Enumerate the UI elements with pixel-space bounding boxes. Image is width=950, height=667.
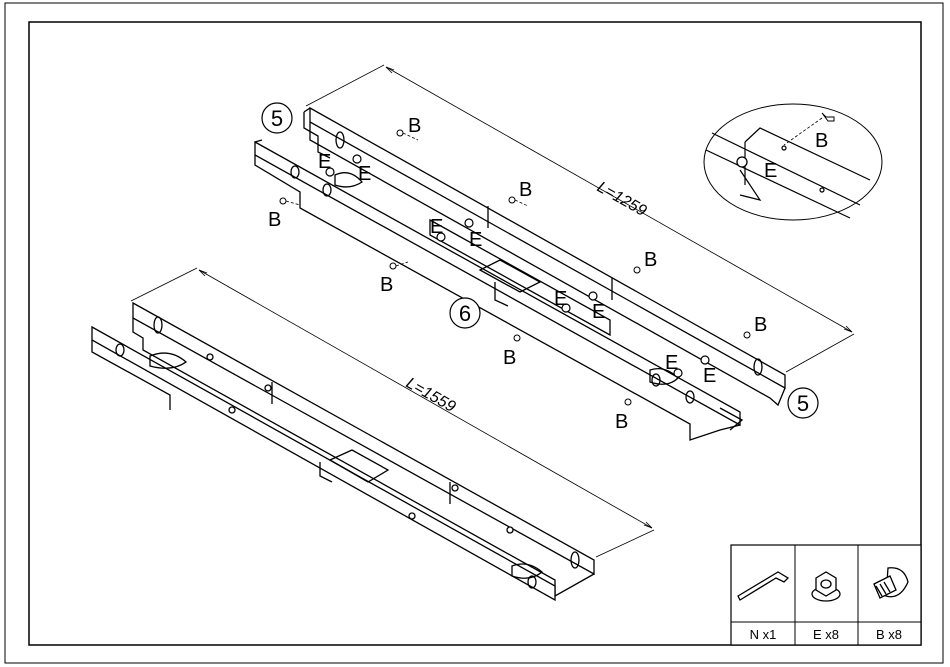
bolt-icon (625, 399, 631, 405)
nut-label: E (592, 301, 605, 323)
callout-part-5-bottom: 5 (788, 388, 818, 418)
lower-length-label: L=1559 (403, 375, 458, 416)
bolt-label: B (408, 115, 421, 137)
bolt-icon (280, 198, 286, 204)
upper-length-label: L=1259 (594, 179, 649, 220)
lower-back-rail (133, 303, 594, 574)
legend-label-hex-key: N x1 (750, 627, 777, 642)
nut-label: E (430, 216, 443, 238)
detail-view: B E (704, 104, 882, 220)
lower-rail-assembly (92, 303, 594, 600)
bolt-label: B (268, 209, 281, 231)
bolt-icon (514, 335, 520, 341)
nut-label: E (469, 229, 482, 251)
nut-icon (589, 292, 597, 300)
callout-part-5-top: 5 (262, 103, 292, 133)
svg-text:5: 5 (797, 391, 809, 416)
legend-label-bolt: B x8 (876, 627, 902, 642)
bolt-icon (397, 130, 403, 136)
detail-nut-label: E (764, 160, 777, 182)
bolt-label: B (519, 179, 532, 201)
bolt-label: B (380, 274, 393, 296)
nut-icon (465, 219, 473, 227)
bolt-icon (390, 263, 396, 269)
nut-icon (737, 157, 747, 167)
svg-text:5: 5 (271, 106, 283, 131)
nut-label: E (703, 365, 716, 387)
nut-icon (353, 155, 361, 163)
nut-icon (701, 356, 709, 364)
bolt-label: B (503, 347, 516, 369)
nut-label: E (358, 163, 371, 185)
svg-text:6: 6 (459, 301, 471, 326)
bolt-icon (509, 197, 515, 203)
bolt-icon (634, 267, 640, 273)
bolt-label: B (615, 411, 628, 433)
nut-label: E (665, 352, 678, 374)
detail-bolt-label: B (815, 130, 828, 152)
bolt-label: B (644, 249, 657, 271)
bolt-label: B (754, 314, 767, 336)
parts-legend: N x1 E x8 B x8 (731, 545, 921, 645)
nut-label: E (318, 151, 331, 173)
bolt-icon (744, 332, 750, 338)
nut-label: E (554, 288, 567, 310)
callout-part-6: 6 (450, 298, 480, 328)
legend-label-nut: E x8 (813, 627, 839, 642)
